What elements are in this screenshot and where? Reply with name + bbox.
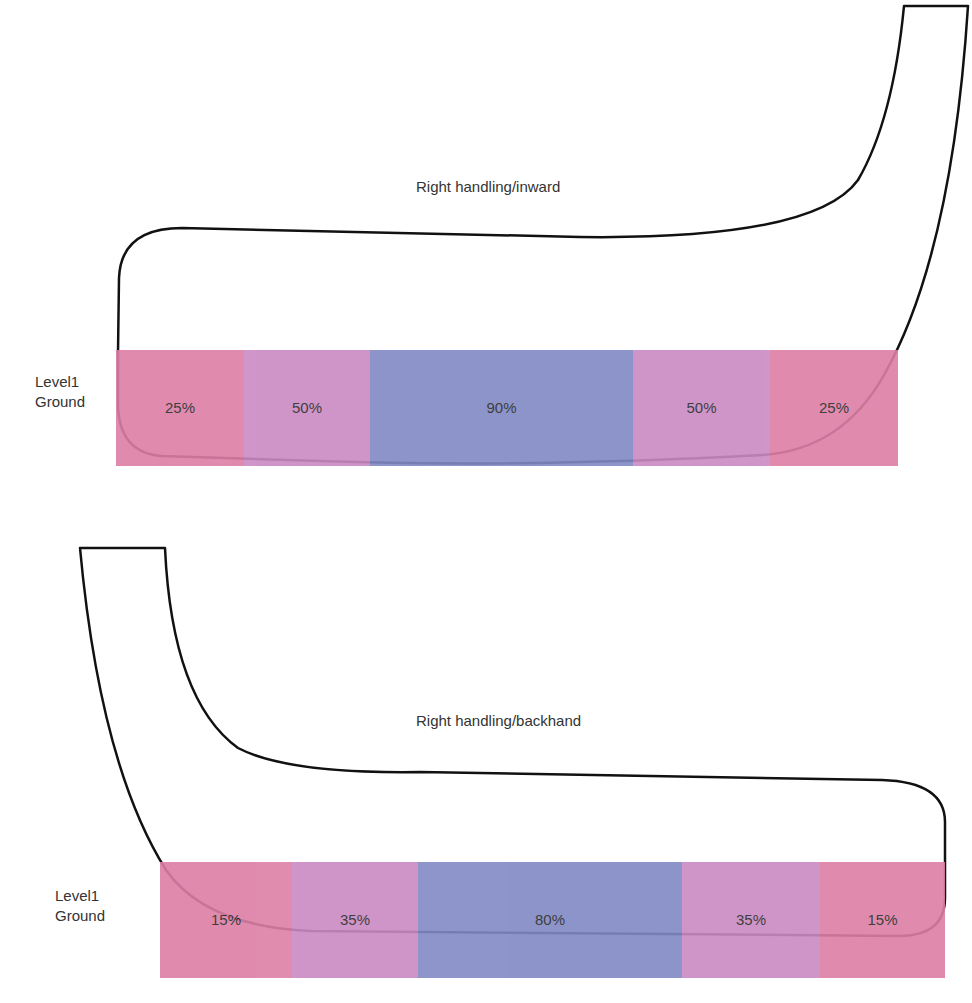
percent-cell: 50% bbox=[244, 350, 370, 466]
percent-value: 35% bbox=[340, 911, 370, 930]
percent-cell: 80% bbox=[418, 862, 682, 978]
percent-cell: 50% bbox=[633, 350, 770, 466]
stick-text-holder: Right handling/inward bbox=[416, 178, 560, 197]
percent-cell: 35% bbox=[682, 862, 820, 978]
percent-value: 80% bbox=[535, 911, 565, 930]
percent-value: 15% bbox=[211, 911, 241, 930]
percent-value: 25% bbox=[165, 399, 195, 418]
stick-caption: Right handling/backhand bbox=[416, 712, 581, 731]
percent-cell: 25% bbox=[770, 350, 898, 466]
percent-cell: 15% bbox=[820, 862, 945, 978]
percent-cell: 15% bbox=[160, 862, 292, 978]
percent-value: 50% bbox=[292, 399, 322, 418]
percent-cell: 25% bbox=[116, 350, 244, 466]
percent-value: 35% bbox=[736, 911, 766, 930]
stick-text-holder: Right handling/backhand bbox=[416, 712, 581, 731]
percent-cell: 35% bbox=[292, 862, 418, 978]
percent-value: 50% bbox=[686, 399, 716, 418]
stick-caption: Right handling/inward bbox=[416, 178, 560, 197]
percent-value: 25% bbox=[819, 399, 849, 418]
percent-cell: 90% bbox=[370, 350, 633, 466]
level-label: Level1 Ground bbox=[35, 372, 97, 411]
level-label: Level1 Ground bbox=[55, 886, 117, 925]
percent-value: 15% bbox=[867, 911, 897, 930]
percent-value: 90% bbox=[486, 399, 516, 418]
